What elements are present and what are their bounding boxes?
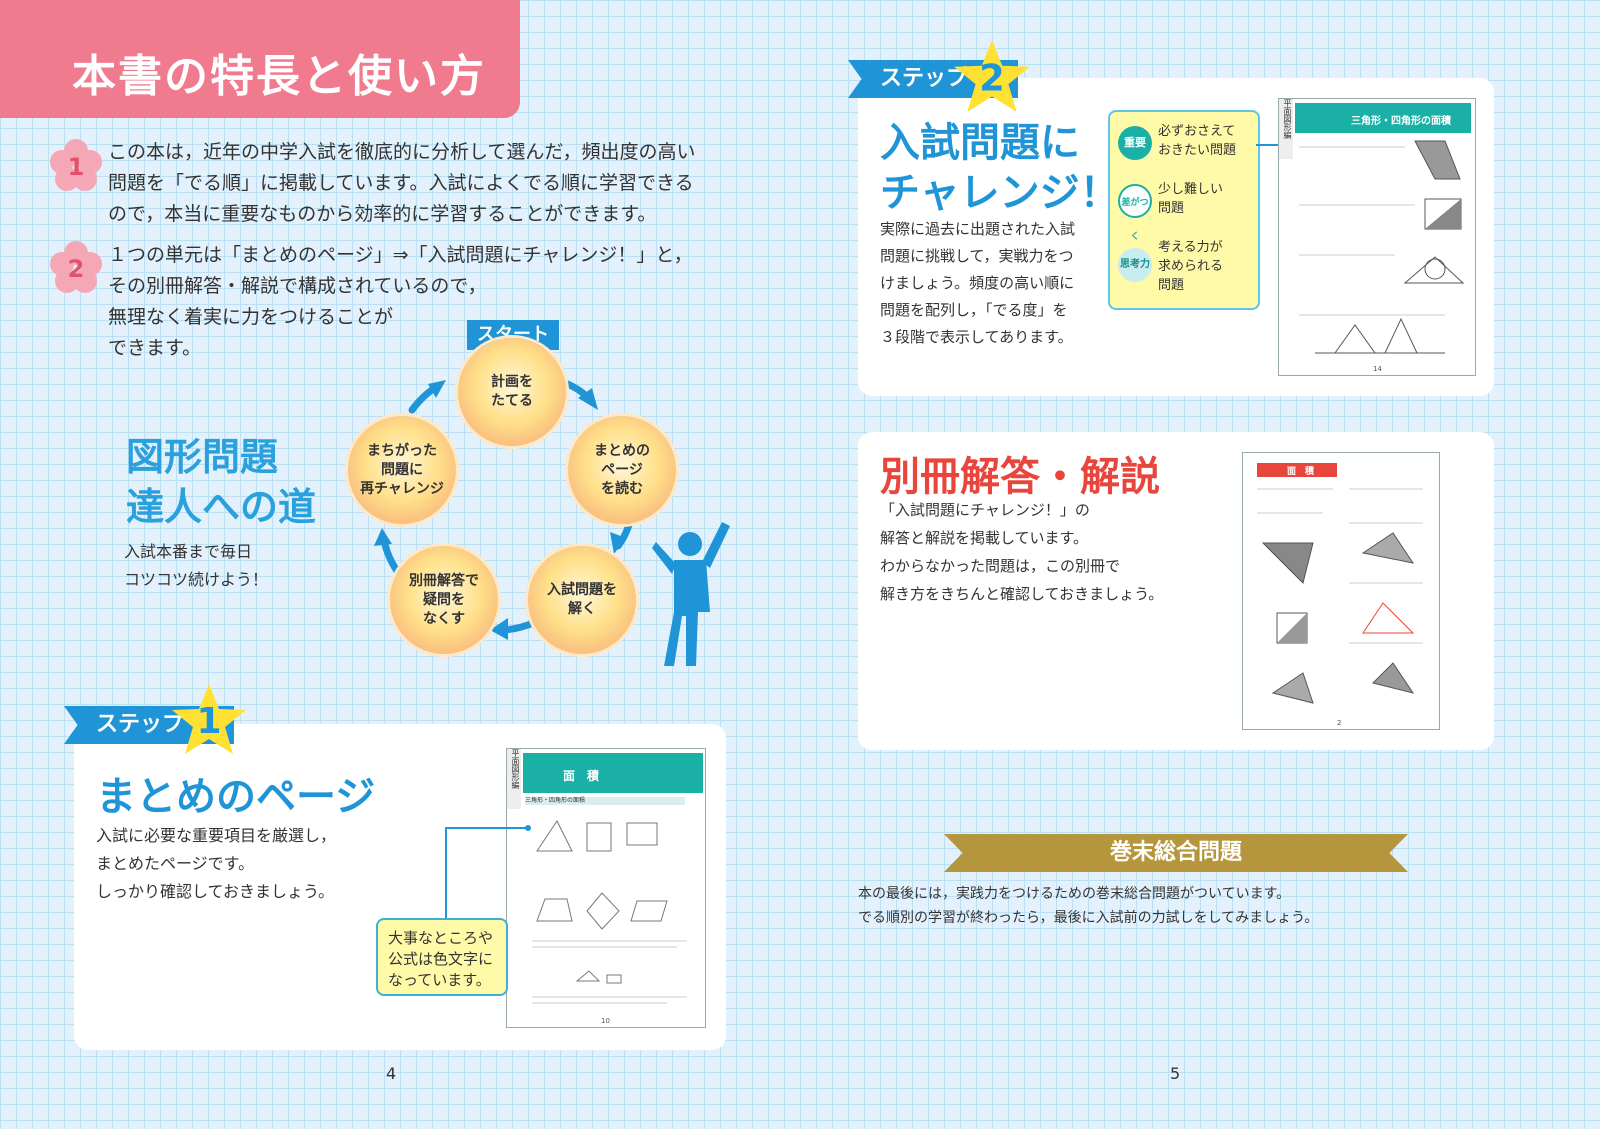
page-number-left: 4: [386, 1064, 397, 1083]
step2-line: ３段階で表示してあります。: [880, 328, 1073, 346]
answers-line: わからなかった問題は，この別冊で: [880, 557, 1121, 575]
final-line: 本の最後には，実践力をつけるための巻末総合問題がついています。: [858, 886, 1291, 902]
page-number-right: 5: [1170, 1064, 1181, 1083]
legend-difference-text: 少し難しい 問題: [1158, 182, 1224, 216]
callout-connector: [445, 825, 531, 920]
road-title-line: 達人への道: [126, 485, 317, 529]
sakura-number-1-icon: 1: [50, 139, 102, 191]
svg-text:1: 1: [68, 153, 85, 181]
step1-line: まとめたページです。: [96, 854, 255, 873]
step1-line: 入試に必要な重要項目を厳選し，: [96, 826, 337, 845]
road-subtitle-line: コツコツ続けよう！: [124, 570, 269, 589]
cheering-person-icon: [652, 522, 730, 666]
legend-thinking-text: 考える力が 求められる 問題: [1158, 240, 1224, 293]
cycle-step-read-summary: まとめの ページ を読む: [568, 416, 676, 524]
answers-title: 別冊解答・解説: [880, 454, 1160, 500]
step2-title: 入試問題に チャレンジ！: [880, 118, 1120, 218]
star-step2-icon: 2: [954, 40, 1030, 112]
step1-description: 入試に必要な重要項目を厳選し， まとめたページです。 しっかり確認しておきましょ…: [96, 822, 336, 906]
final-line: でる順別の学習が終わったら，最後に入試前の力試しをしてみましょう。: [858, 910, 1319, 926]
page-title-bar: 本書の特長と使い方: [0, 0, 520, 118]
cycle-step-check-answers: 別冊解答で 疑問を なくす: [390, 546, 498, 654]
important-badge-icon: 重要: [1118, 126, 1152, 160]
cycle-step-solve: 入試問題を 解く: [528, 546, 636, 654]
road-title-line: 図形問題: [126, 435, 279, 479]
intro-item-2-text: １つの単元は「まとめのページ」⇒「入試問題にチャレンジ！」と， その別冊解答・解…: [108, 240, 728, 364]
answers-line: 解答と解説を掲載しています。: [880, 529, 1089, 547]
thinking-badge-icon: 思考力: [1118, 248, 1152, 282]
sample-header-bar: 三角形・四角形の面積: [1295, 103, 1471, 133]
star-step1-icon: 1: [172, 684, 246, 754]
intro-2-line: できます。: [108, 337, 202, 359]
sample-header-bar: 面 積: [523, 753, 703, 793]
intro-2-line: 無理なく着実に力をつけることが: [108, 306, 394, 328]
intro-2-line: その別冊解答・解説で構成されているので，: [108, 275, 487, 297]
sample-header-bar: 面 積: [1257, 463, 1337, 477]
road-subtitle-line: 入試本番まで毎日: [124, 542, 253, 561]
step2-line: けましょう。頻度の高い順に: [880, 274, 1075, 292]
intro-1-line: この本は，近年の中学入試を徹底的に分析して選んだ，頻出度の高い: [108, 141, 696, 163]
svg-text:2: 2: [68, 255, 85, 283]
legend-important-text: 必ずおさえて おきたい問題: [1158, 124, 1237, 158]
step1-line: しっかり確認しておきましょう。: [96, 882, 335, 901]
page-title: 本書の特長と使い方: [72, 51, 486, 102]
answers-description: 「入試問題にチャレンジ！」の 解答と解説を掲載しています。 わからなかった問題は…: [880, 496, 1163, 608]
cycle-step-plan: 計画を たてる: [458, 338, 566, 446]
cycle-step-retry: まちがった 問題に 再チャレンジ: [348, 416, 456, 524]
svg-text:2: 2: [979, 56, 1005, 99]
sample-page-number: 10: [601, 1017, 610, 1025]
final-problems-banner: 巻末総合問題: [944, 834, 1408, 872]
answers-line: 解き方をきちんと確認しておきましょう。: [880, 585, 1164, 603]
svg-text:1: 1: [196, 701, 221, 742]
step2-line: 実際に過去に出題された入試: [880, 220, 1076, 238]
intro-1-line: 問題を「でる順」に掲載しています。入試によくでる順に学習できる: [108, 172, 694, 194]
step2-description: 実際に過去に出題された入試 問題に挑戦して，実戦力をつ けましょう。頻度の高い順…: [880, 216, 1075, 351]
sample-page-number: 2: [1337, 719, 1342, 727]
intro-1-line: ので，本当に重要なものから効率的に学習することができます。: [108, 203, 657, 225]
sample-side-label: 平面図形編: [507, 749, 521, 809]
difficulty-legend: 重要 必ずおさえて おきたい問題 差がつく 少し難しい 問題 思考力 考える力が…: [1108, 110, 1260, 310]
sample-figures: [532, 820, 687, 1004]
road-subtitle: 入試本番まで毎日 コツコツ続けよう！: [124, 538, 268, 594]
sample-page-number: 14: [1373, 365, 1382, 373]
sample-side-label: 平面図形編: [1279, 99, 1293, 159]
sample-answer-figures: [1257, 488, 1423, 704]
answers-line: 「入試問題にチャレンジ！」の: [880, 501, 1090, 519]
step2-line: 問題に挑戦して，実戦力をつ: [880, 247, 1074, 265]
step2-sample-page: 平面図形編 三角形・四角形の面積 14: [1278, 98, 1476, 376]
step1-title: まとめのページ: [96, 774, 376, 820]
step2-title-line: 入試問題に: [880, 120, 1080, 166]
step2-line: 問題を配列し，「でる度」を: [880, 301, 1068, 319]
answers-sample-page: 面 積 2: [1242, 452, 1440, 730]
intro-item-1-text: この本は，近年の中学入試を徹底的に分析して選んだ，頻出度の高い 問題を「でる順」…: [108, 137, 728, 230]
sample-section: 三角形・四角形の面積: [525, 797, 685, 805]
step2-title-line: チャレンジ！: [880, 170, 1120, 216]
sample-problem-figures: [1299, 140, 1465, 354]
sakura-number-2-icon: 2: [50, 241, 102, 293]
final-problems-description: 本の最後には，実践力をつけるための巻末総合問題がついています。 でる順別の学習が…: [858, 882, 1318, 930]
road-title: 図形問題 達人への道: [126, 432, 316, 532]
step1-callout: 大事なところや 公式は色文字に なっています。: [376, 918, 508, 996]
step1-sample-page: 平面図形編 面 積 三角形・四角形の面積 10: [506, 748, 706, 1028]
intro-2-line: １つの単元は「まとめのページ」⇒「入試問題にチャレンジ！」と，: [108, 244, 693, 266]
difference-badge-icon: 差がつく: [1118, 184, 1152, 242]
